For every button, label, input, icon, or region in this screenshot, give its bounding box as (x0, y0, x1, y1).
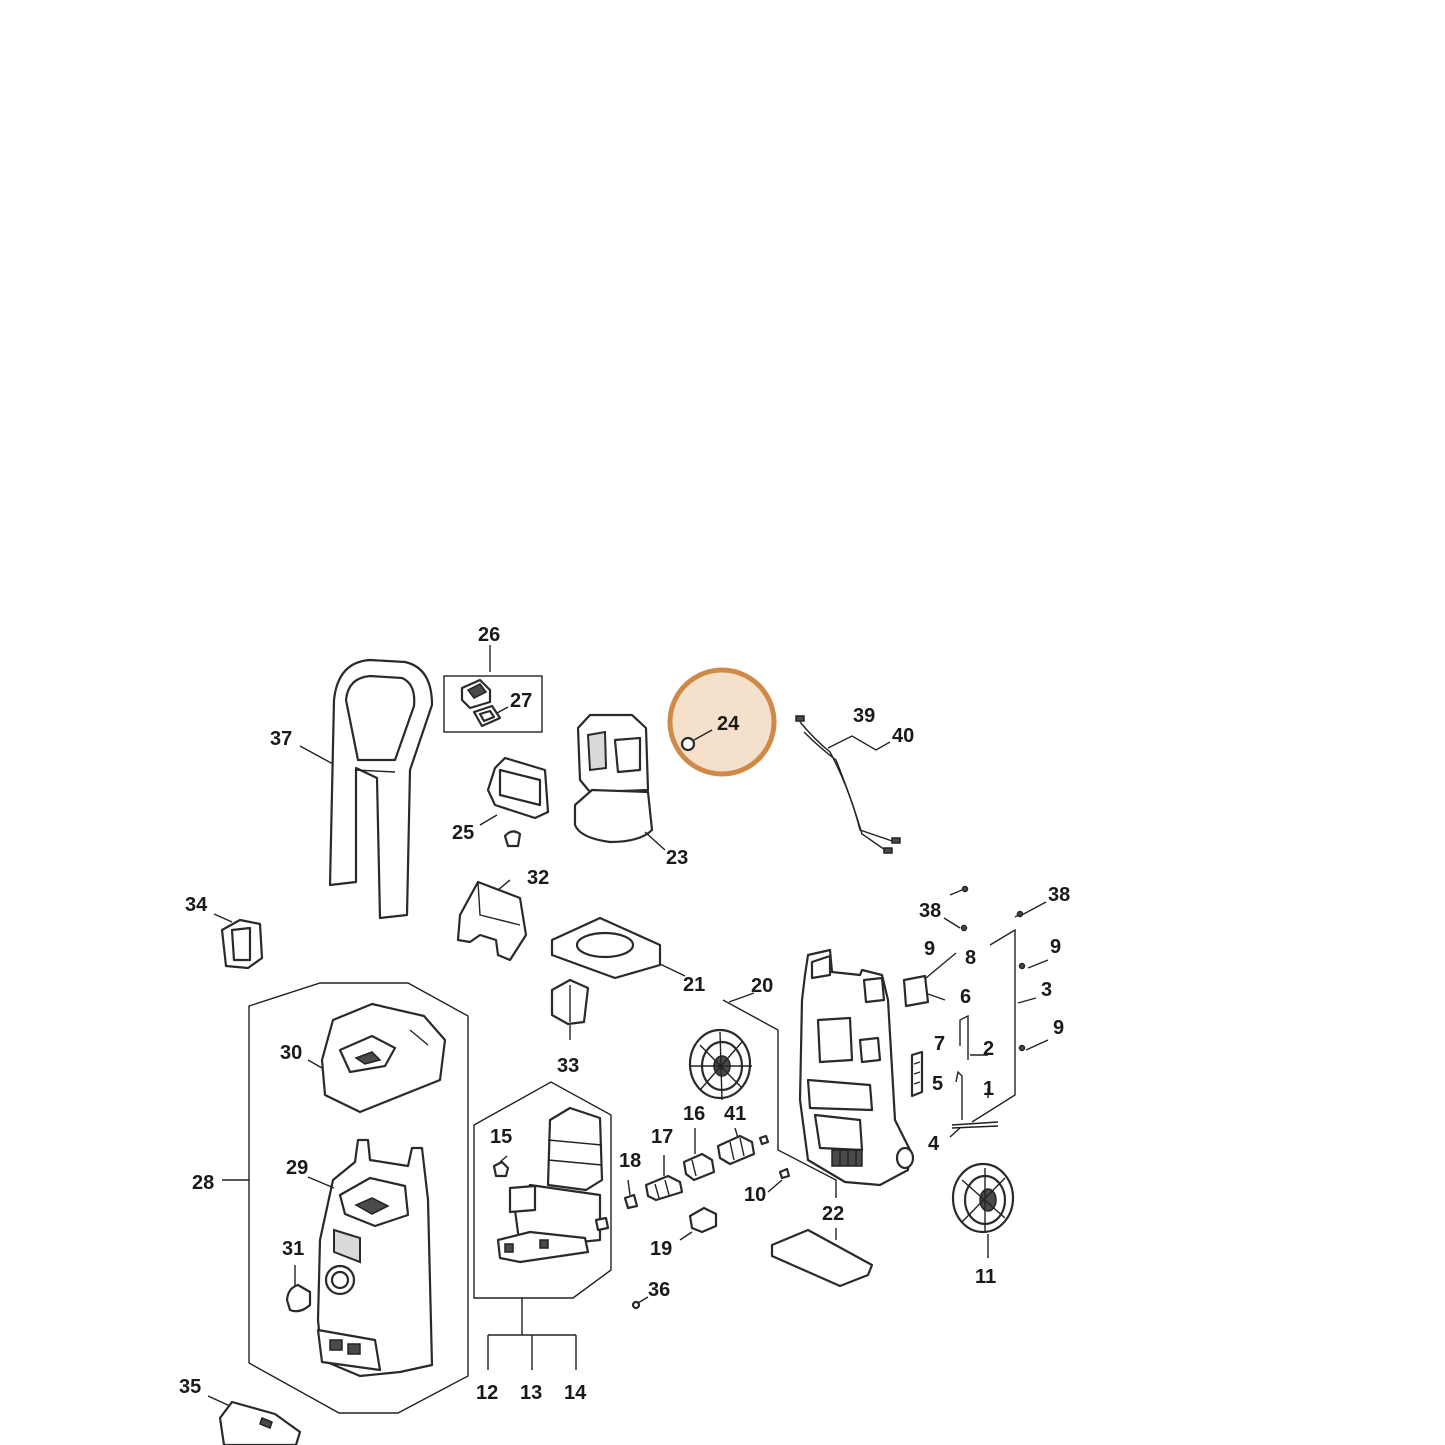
cable-part-39[interactable] (795, 715, 901, 854)
callout-label-34: 34 (185, 894, 208, 916)
part-25[interactable] (486, 756, 550, 848)
callout-label-35: 35 (179, 1376, 201, 1398)
callout-label-1: 1 (983, 1078, 994, 1100)
callout-label-38: 38 (1048, 884, 1070, 906)
cover-part-32[interactable] (456, 880, 528, 962)
callout-label-38: 38 (919, 900, 941, 922)
callout-label-9: 9 (924, 938, 935, 960)
callout-label-9: 9 (1050, 936, 1061, 958)
callout-label-32: 32 (527, 867, 549, 889)
fitting-part-18[interactable] (623, 1193, 639, 1210)
filter-part-22[interactable] (770, 1228, 874, 1288)
switch-part-26[interactable] (460, 678, 492, 710)
callout-label-2: 2 (983, 1038, 994, 1060)
callout-labels: 26 27 37 25 39 40 23 32 34 38 38 9 9 9 8… (179, 624, 1070, 1404)
fitting-part-41[interactable] (716, 1134, 756, 1166)
motor-assembly[interactable] (496, 1106, 610, 1264)
fitting-part-19[interactable] (688, 1206, 718, 1234)
callout-label-40: 40 (892, 725, 914, 747)
callout-label-12: 12 (476, 1382, 498, 1404)
callout-label-20: 20 (751, 975, 773, 997)
screws-part-38[interactable] (949, 885, 1024, 918)
callout-label-27: 27 (510, 690, 532, 712)
callout-label-10: 10 (744, 1184, 766, 1206)
callout-label-24: 24 (717, 713, 740, 735)
group-box-26 (443, 675, 543, 733)
callout-label-21: 21 (683, 974, 705, 996)
part-1[interactable] (951, 1121, 999, 1129)
callout-label-23: 23 (666, 847, 688, 869)
callout-label-8: 8 (965, 947, 976, 969)
part-33[interactable] (550, 978, 590, 1026)
callout-label-13: 13 (520, 1382, 542, 1404)
pump-part-20[interactable] (688, 1028, 752, 1101)
callout-label-25: 25 (452, 822, 474, 844)
clip-part-34[interactable] (220, 918, 264, 970)
highlight-marker-24[interactable]: 24 (667, 667, 777, 777)
screw-part-10[interactable] (758, 1134, 791, 1180)
callout-label-37: 37 (270, 728, 292, 750)
seal-part-27[interactable] (472, 704, 502, 728)
callout-label-3: 3 (1041, 979, 1052, 1001)
callout-label-41: 41 (724, 1103, 746, 1125)
callout-label-17: 17 (651, 1126, 673, 1148)
handle-part-37[interactable] (328, 658, 434, 920)
callout-label-26: 26 (478, 624, 500, 646)
lower-housing-part-29[interactable] (316, 1138, 434, 1378)
callout-label-22: 22 (822, 1203, 844, 1225)
leader-lines (207, 645, 1049, 1407)
callout-label-7: 7 (934, 1033, 945, 1055)
tray-part-35[interactable] (218, 1400, 302, 1445)
fitting-part-16[interactable] (682, 1152, 716, 1182)
callout-label-33: 33 (557, 1055, 579, 1077)
top-cover-part-30[interactable] (320, 1002, 447, 1114)
cap-part-31[interactable] (285, 1283, 312, 1313)
callout-label-29: 29 (286, 1157, 308, 1179)
screws-part-9[interactable] (960, 924, 1026, 1052)
callout-label-4: 4 (928, 1133, 940, 1155)
callout-label-11: 11 (975, 1266, 996, 1288)
group-outline-28 (248, 982, 469, 1414)
callout-label-16: 16 (683, 1103, 705, 1125)
callout-label-31: 31 (282, 1238, 304, 1260)
callout-label-19: 19 (650, 1238, 672, 1260)
fitting-part-17[interactable] (644, 1174, 684, 1202)
callout-label-30: 30 (280, 1042, 302, 1064)
plate-part-7[interactable] (910, 1050, 924, 1098)
group-outline-motor (473, 1081, 612, 1299)
callout-label-39: 39 (853, 705, 875, 727)
callout-label-14: 14 (564, 1382, 587, 1404)
part-23[interactable] (573, 713, 654, 844)
callout-label-6: 6 (960, 986, 971, 1008)
main-frame-base[interactable] (798, 948, 915, 1187)
part-15[interactable] (492, 1160, 510, 1178)
pin-part-36[interactable] (631, 1300, 641, 1310)
callout-label-15: 15 (490, 1126, 512, 1148)
wheel-part-11[interactable] (951, 1162, 1015, 1234)
callout-label-36: 36 (648, 1279, 670, 1301)
callout-label-9: 9 (1053, 1017, 1064, 1039)
callout-label-18: 18 (619, 1150, 641, 1172)
callout-label-28: 28 (192, 1172, 214, 1194)
gasket-part-21[interactable] (550, 916, 662, 980)
label-part-6[interactable] (902, 974, 930, 1008)
callout-label-5: 5 (932, 1073, 943, 1095)
